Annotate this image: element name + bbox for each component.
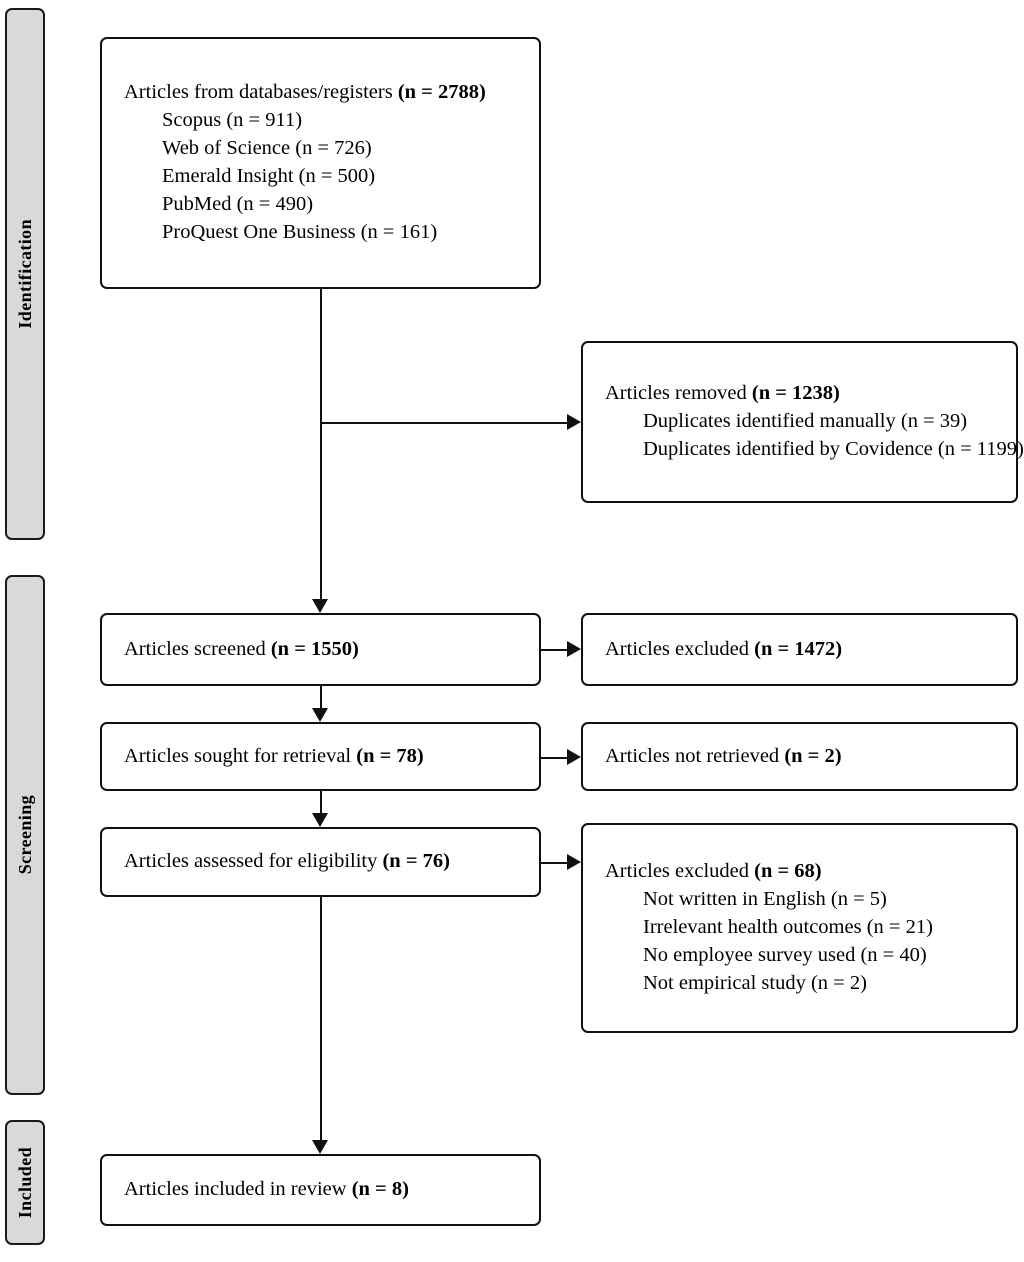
box-content: Articles removed (n = 1238) Duplicates i… [583,380,1024,464]
arrow-right-icon-sought-to-not-retrieved [567,749,581,765]
box-content: Articles sought for retrieval (n = 78) [102,743,539,771]
box-title: Articles excluded (n = 1472) [605,636,1016,664]
box-content: Articles excluded (n = 1472) [583,636,1016,664]
box-articles-included-in-review: Articles included in review (n = 8) [100,1154,541,1226]
box-articles-excluded-screening: Articles excluded (n = 1472) [581,613,1018,686]
box-title: Articles removed (n = 1238) [605,380,1016,408]
box-articles-assessed-for-eligibility: Articles assessed for eligibility (n = 7… [100,827,541,897]
list-item: No employee survey used (n = 40) [643,943,927,966]
box-articles-removed: Articles removed (n = 1238) Duplicates i… [581,341,1024,503]
stage-bar-identification: Identification [5,8,45,540]
box-title-count: (n = 76) [382,850,450,873]
box-title-text: Articles excluded [605,860,755,883]
arrow-right-icon-screened-to-excluded [567,641,581,657]
list-item: Emerald Insight (n = 500) [162,165,376,187]
box-title-text: Articles assessed for eligibility [124,850,383,873]
list-item: Irrelevant health outcomes (n = 21) [643,916,933,939]
box-title: Articles included in review (n = 8) [124,1176,539,1204]
box-articles-from-databases: Articles from databases/registers (n = 2… [100,37,541,289]
box-title-text: Articles screened [124,637,271,660]
connector-assessed-to-excluded-eligibility [541,862,567,864]
box-title: Articles assessed for eligibility (n = 7… [124,848,539,876]
box-articles-screened: Articles screened (n = 1550) [100,613,541,686]
box-title-text: Articles from databases/registers [124,81,398,104]
box-content: Articles not retrieved (n = 2) [583,743,1016,771]
box-title-count: (n = 2788) [397,81,486,104]
stage-label-screening: Screening [14,795,35,875]
connector-assessed-to-included [320,897,322,1140]
box-content: Articles included in review (n = 8) [102,1176,539,1204]
box-title: Articles sought for retrieval (n = 78) [124,743,539,771]
box-content: Articles excluded (n = 68) Not written i… [583,858,1016,997]
arrow-right-icon-to-removed [567,414,581,430]
list-item: Not written in English (n = 5) [643,888,887,911]
box-articles-sought-for-retrieval: Articles sought for retrieval (n = 78) [100,722,541,791]
box-title: Articles not retrieved (n = 2) [605,743,1016,771]
stage-bar-included: Included [5,1120,45,1245]
box-title-text: Articles removed [605,382,752,405]
box-content: Articles assessed for eligibility (n = 7… [102,848,539,876]
connector-sources-to-screened [320,289,322,599]
arrow-down-icon-sought-to-assessed [312,813,328,827]
box-title-text: Articles excluded [605,637,755,660]
arrow-down-icon-sources-to-screened [312,599,328,613]
box-title-text: Articles included in review [124,1178,352,1201]
connector-sought-to-not-retrieved [541,757,567,759]
box-title-count: (n = 68) [754,860,822,883]
arrow-right-icon-assessed-to-excluded-eligibility [567,854,581,870]
box-title-count: (n = 1472) [754,637,843,660]
list-item: Duplicates identified by Covidence (n = … [643,437,1024,460]
connector-screened-to-excluded [541,649,567,651]
box-sublist: Scopus (n = 911) Web of Science (n = 726… [124,107,539,246]
connector-trunk-to-removed [320,422,567,424]
box-title-count: (n = 8) [351,1178,409,1201]
box-title: Articles screened (n = 1550) [124,636,539,664]
arrow-down-icon-assessed-to-included [312,1140,328,1154]
stage-label-identification: Identification [14,219,35,329]
stage-bar-screening: Screening [5,575,45,1095]
list-item: Duplicates identified manually (n = 39) [643,410,968,433]
box-title: Articles from databases/registers (n = 2… [124,79,539,107]
box-title: Articles excluded (n = 68) [605,858,1016,886]
stage-label-included: Included [14,1146,35,1219]
list-item: Scopus (n = 911) [162,109,303,132]
box-title-text: Articles sought for retrieval [124,744,357,767]
connector-sought-to-assessed [320,791,322,813]
list-item: Web of Science (n = 726) [162,137,372,160]
box-sublist: Not written in English (n = 5) Irrelevan… [605,886,1016,998]
connector-screened-to-sought [320,686,322,708]
box-sublist: Duplicates identified manually (n = 39) … [605,408,1024,464]
box-articles-not-retrieved: Articles not retrieved (n = 2) [581,722,1018,791]
box-title-count: (n = 1238) [751,382,840,405]
list-item: PubMed (n = 490) [162,192,314,215]
list-item: ProQuest One Business (n = 161) [162,220,438,243]
arrow-down-icon-screened-to-sought [312,708,328,722]
box-content: Articles from databases/registers (n = 2… [102,79,539,246]
box-title-count: (n = 2) [784,744,842,767]
box-title-count: (n = 1550) [270,637,359,660]
box-content: Articles screened (n = 1550) [102,636,539,664]
list-item: Not empirical study (n = 2) [643,971,867,994]
box-title-text: Articles not retrieved [605,744,785,767]
box-articles-excluded-eligibility: Articles excluded (n = 68) Not written i… [581,823,1018,1033]
box-title-count: (n = 78) [356,744,424,767]
